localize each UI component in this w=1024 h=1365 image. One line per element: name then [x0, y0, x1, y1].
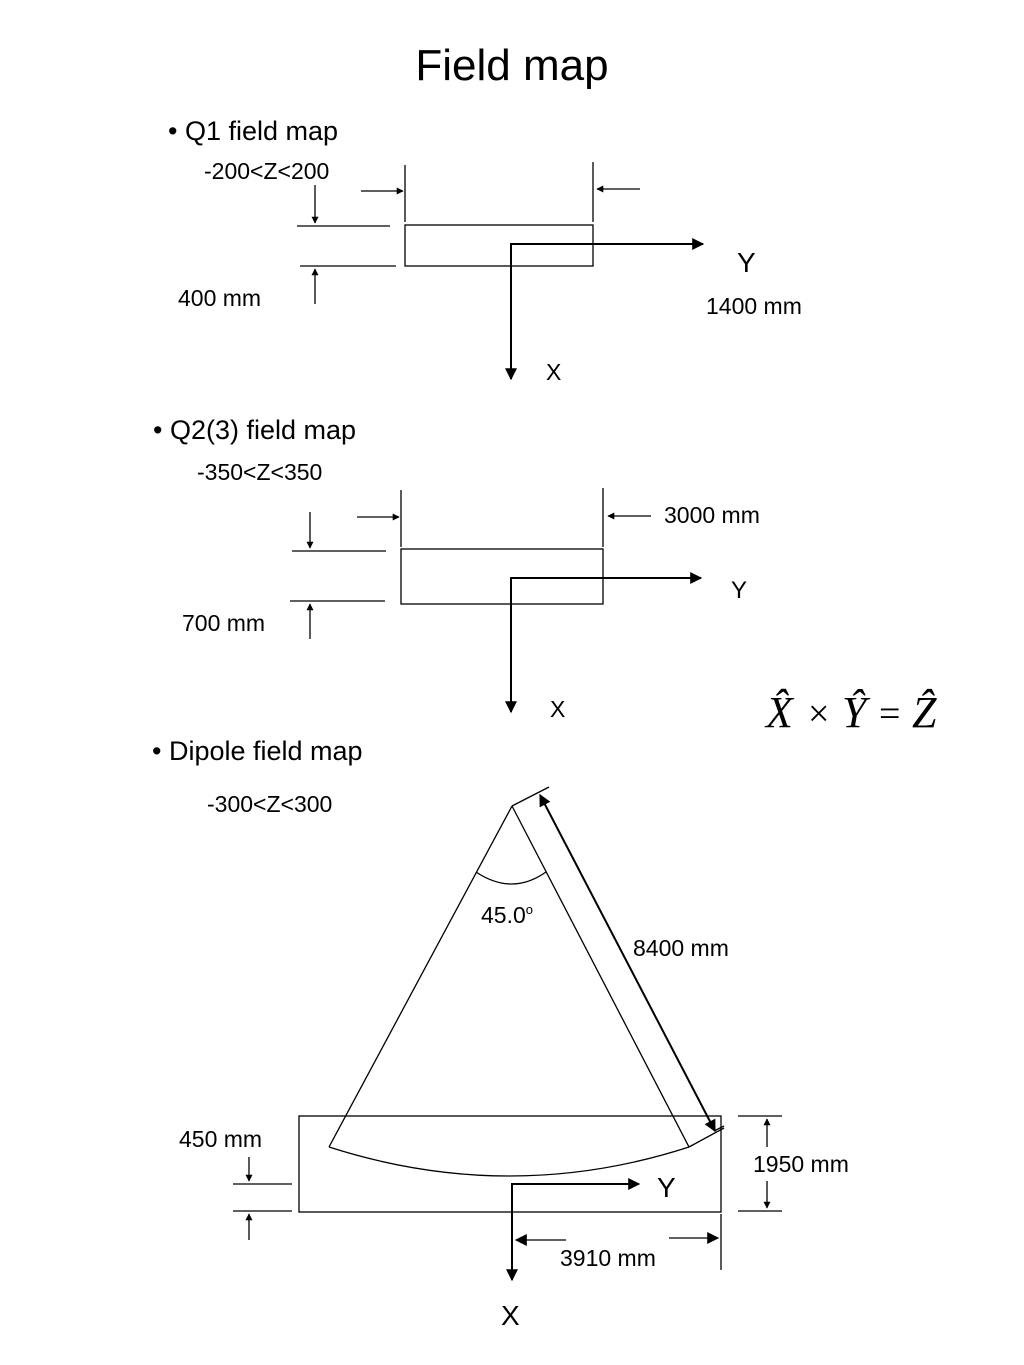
- q2-height-label: 700 mm: [182, 610, 265, 636]
- q1-height-label: 400 mm: [178, 285, 261, 311]
- dipole-y-axis-label: Y: [657, 1172, 676, 1203]
- q1-z-range: -200<Z<200: [204, 158, 329, 184]
- equation-x-hat: X̂: [764, 688, 795, 737]
- q1-bullet-heading: • Q1 field map: [168, 116, 338, 146]
- dipole-section: • Dipole field map -300<Z<300 45.0: [152, 736, 849, 1331]
- dipole-sector-arc-tail: [688, 1127, 725, 1148]
- q2-section: • Q2(3) field map -350<Z<350 3000 mm Y 7…: [153, 415, 760, 722]
- dipole-gap-label: 450 mm: [179, 1126, 262, 1152]
- dipole-width-label: 3910 mm: [560, 1245, 656, 1271]
- equation-z-hat: Ẑ: [912, 688, 937, 737]
- dipole-bullet-heading: • Dipole field map: [152, 736, 363, 766]
- q2-y-axis-label: Y: [731, 577, 747, 604]
- q1-length-label: 1400 mm: [706, 293, 802, 319]
- page-title: Field map: [415, 41, 608, 90]
- cross-product-equation: X̂ × Ŷ = Ẑ: [764, 688, 937, 737]
- q2-magnet-box: [400, 548, 604, 605]
- q1-section: • Q1 field map -200<Z<200 Y X 400 mm 140…: [168, 116, 802, 385]
- q1-y-axis-label: Y: [737, 247, 756, 278]
- dipole-radius-arrow: [539, 793, 716, 1133]
- dipole-angle-label: 45.0o: [481, 902, 533, 928]
- equation-y-hat: Ŷ: [842, 688, 871, 737]
- dipole-radius-label: 8400 mm: [633, 935, 729, 961]
- equation-equals-symbol: =: [879, 693, 900, 735]
- q2-length-label: 3000 mm: [664, 502, 760, 528]
- q2-z-range: -350<Z<350: [197, 459, 322, 485]
- dipole-x-axis-label: X: [501, 1300, 520, 1331]
- dipole-sector-left-edge: [328, 805, 513, 1148]
- q2-x-axis-label: X: [550, 696, 565, 722]
- dipole-angle-arc: [475, 871, 547, 885]
- q1-x-axis-label: X: [546, 359, 561, 385]
- equation-times-symbol: ×: [808, 693, 829, 735]
- q2-bullet-heading: • Q2(3) field map: [153, 415, 356, 445]
- dipole-z-range: -300<Z<300: [207, 791, 332, 817]
- dipole-sector-arc: [328, 1146, 690, 1177]
- dipole-sector-right-edge: [511, 805, 690, 1148]
- dipole-height-label: 1950 mm: [753, 1151, 849, 1177]
- dipole-map-box: [298, 1115, 722, 1213]
- dipole-radius-extension-top: [511, 786, 550, 807]
- q1-magnet-box: [404, 224, 594, 267]
